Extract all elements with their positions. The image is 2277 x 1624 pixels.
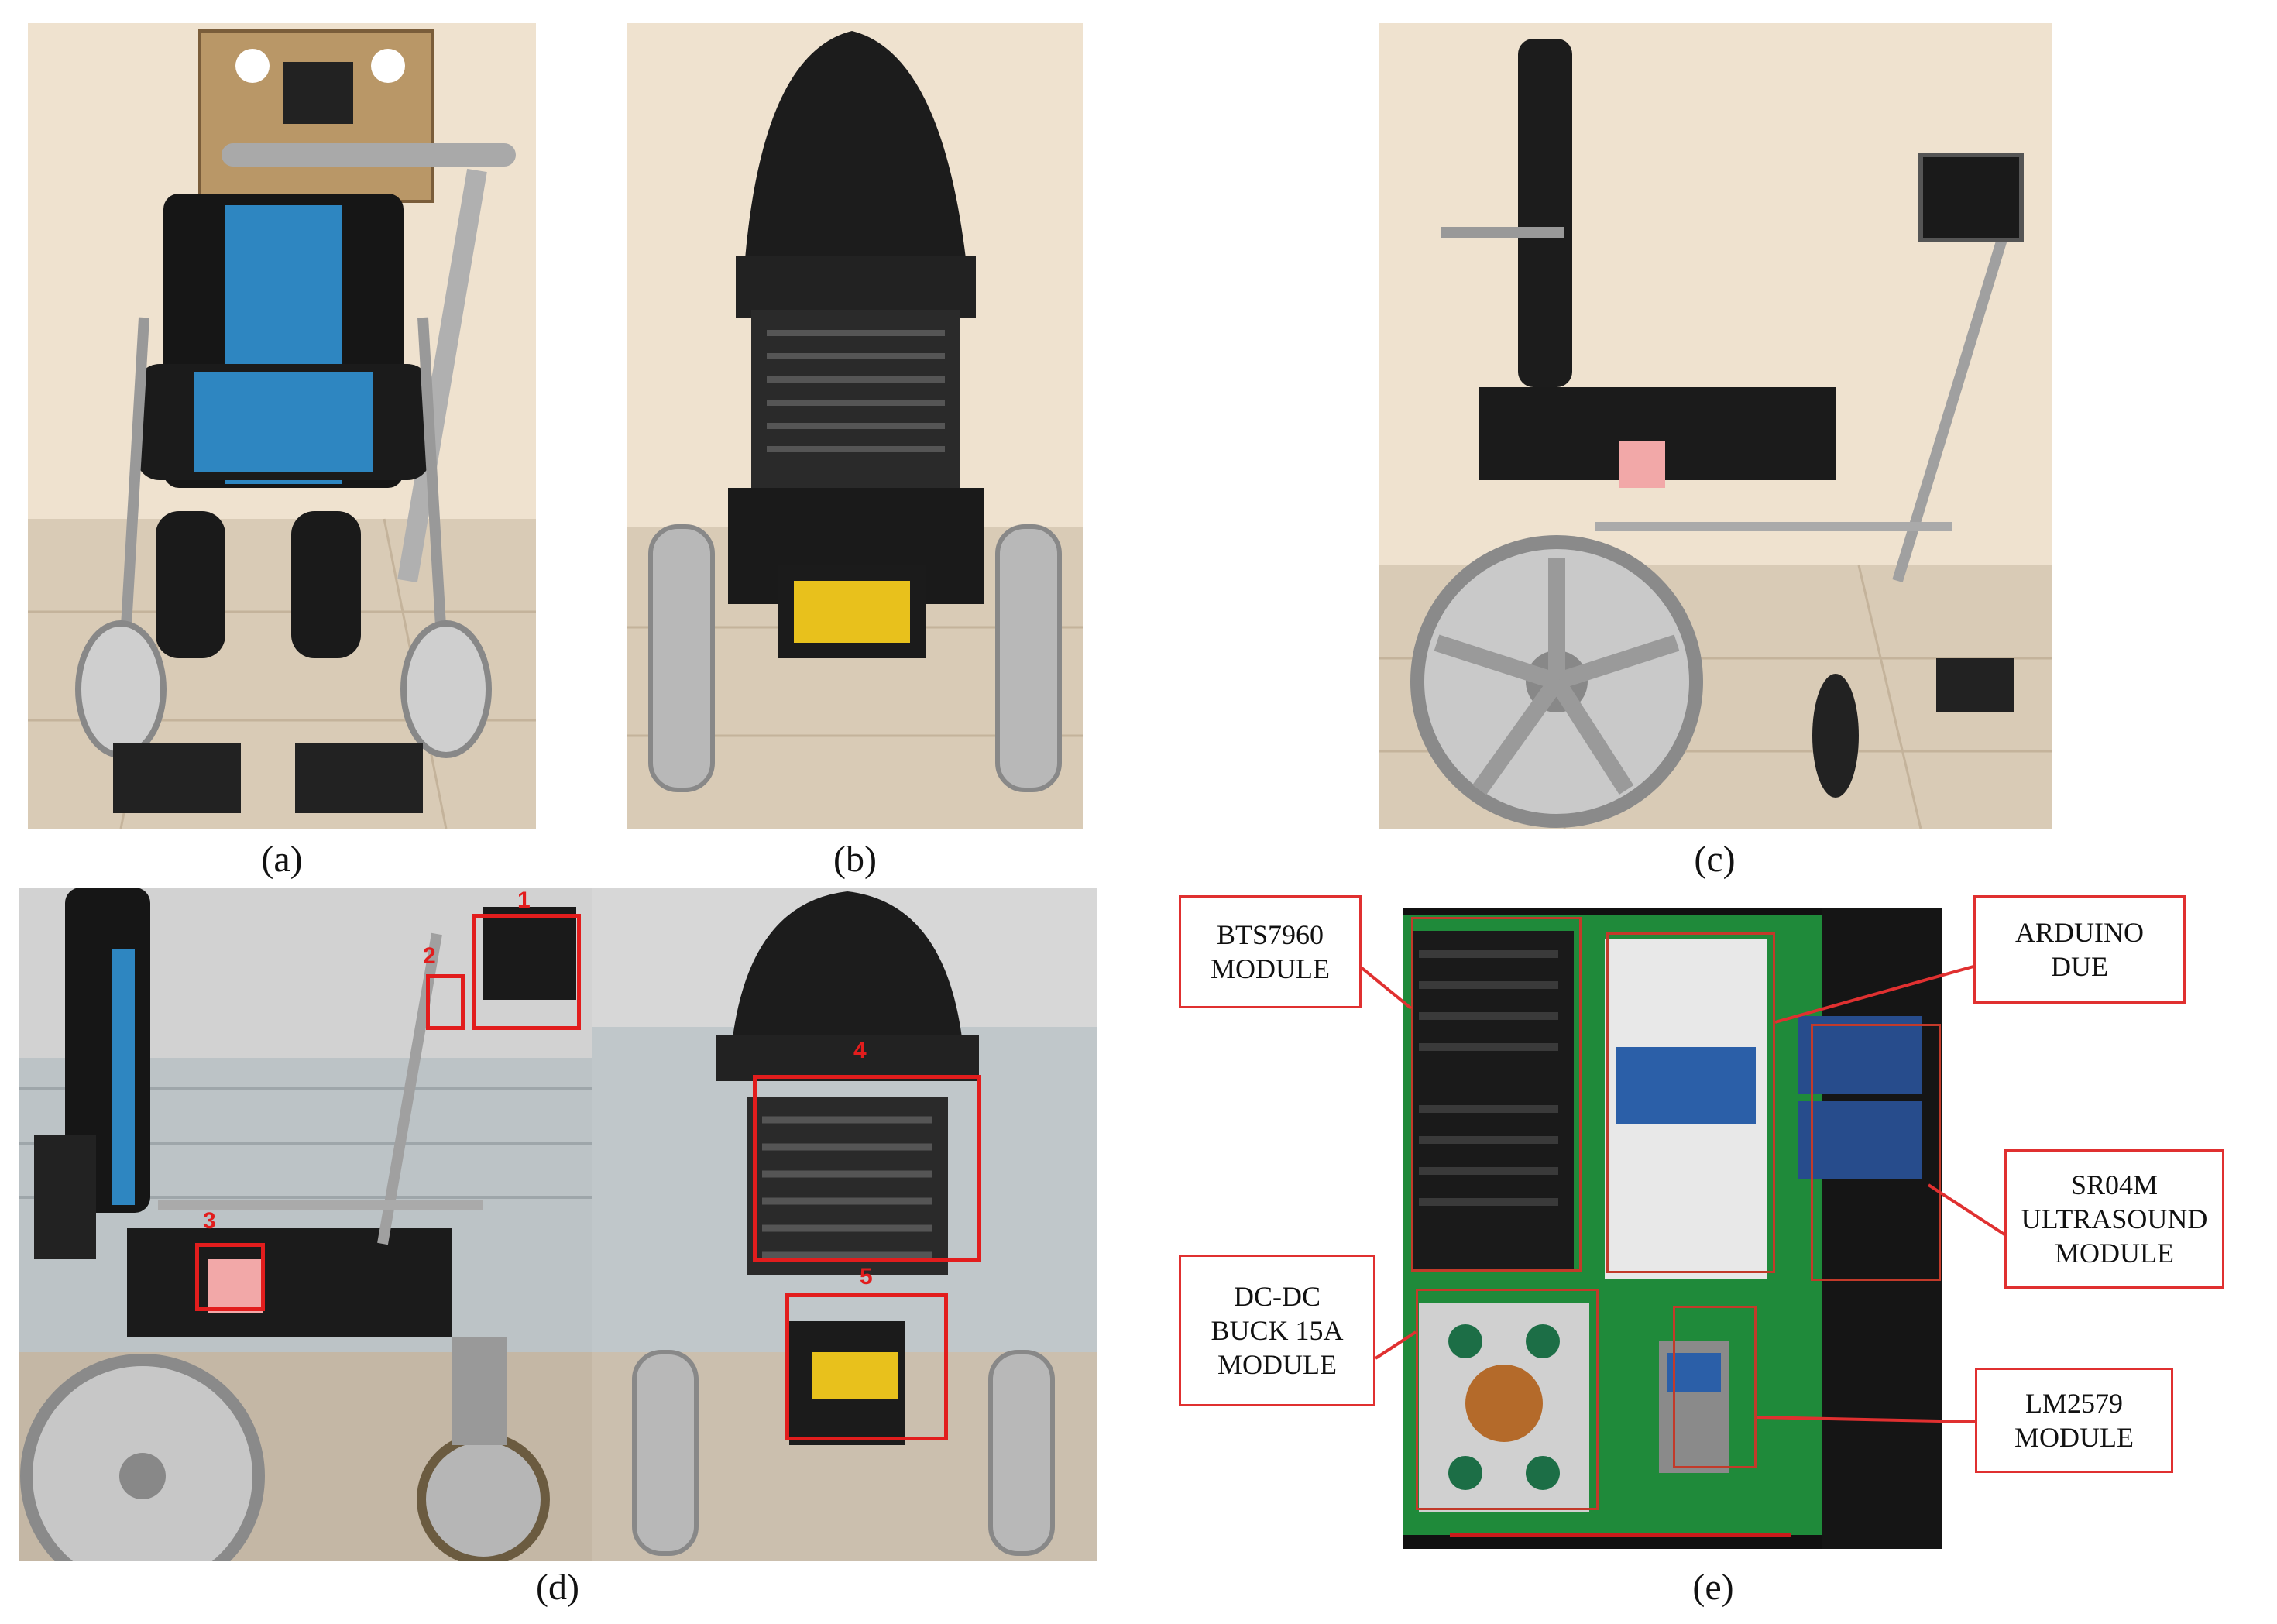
- pcb-box-bts7960: [1411, 917, 1582, 1272]
- photo-side-annotated: [19, 888, 592, 1561]
- caption-a: (a): [261, 839, 303, 880]
- marker-4: 4: [853, 1038, 867, 1063]
- pcb-box-arduino: [1606, 932, 1775, 1273]
- caption-d: (d): [536, 1567, 579, 1608]
- highlight-box-4: [753, 1075, 981, 1262]
- highlight-box-2: [426, 974, 465, 1030]
- photo-rear-view: [627, 23, 1083, 829]
- marker-2: 2: [423, 943, 436, 969]
- photo-side-view: [1379, 23, 2052, 829]
- marker-5: 5: [860, 1264, 873, 1289]
- caption-c: (c): [1694, 839, 1736, 880]
- photo-front-view: [28, 23, 536, 829]
- highlight-box-1: [472, 914, 581, 1030]
- marker-1: 1: [517, 888, 531, 913]
- caption-e: (e): [1692, 1567, 1734, 1608]
- highlight-box-3: [195, 1243, 265, 1311]
- caption-b: (b): [833, 839, 877, 880]
- marker-3: 3: [203, 1208, 216, 1234]
- pcb-box-dcdc: [1416, 1289, 1599, 1510]
- pcb-box-sr04m: [1811, 1024, 1941, 1281]
- highlight-box-5: [785, 1293, 948, 1440]
- pcb-box-lm2579: [1673, 1306, 1757, 1468]
- photo-rear-annotated: [592, 888, 1097, 1561]
